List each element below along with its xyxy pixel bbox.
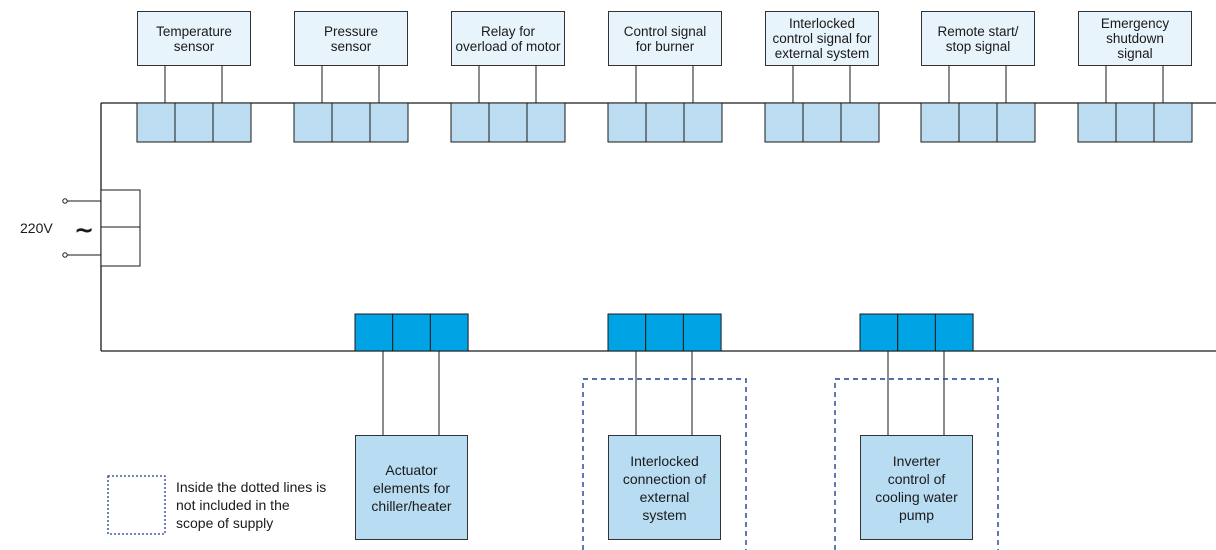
top-terminal-cell [607,102,647,143]
bottom-terminal-cell [645,313,684,352]
top-terminal-cell [526,102,566,143]
legend-dotted-box [107,475,166,535]
top-terminal-cell [369,102,409,143]
power-terminal-lower [100,226,141,267]
top-component-box: Interlocked control signal for external … [765,11,879,66]
top-component-box: Temperature sensor [137,11,251,66]
bottom-terminal-cell [897,313,936,352]
top-component-box: Emergency shutdown signal [1078,11,1192,66]
bottom-terminal-cell [934,313,974,352]
top-terminal-cell [488,102,528,143]
scope-boundary-dashed [582,378,747,550]
top-terminal-cell [1115,102,1155,143]
power-input-node-2 [62,252,68,258]
ac-symbol: ~ [74,216,94,244]
top-terminal-cell [174,102,214,143]
bottom-terminal-cell [354,313,394,352]
power-input-node-1 [62,198,68,204]
top-terminal-cell [683,102,723,143]
top-terminal-cell [802,102,842,143]
bottom-component-box: Actuator elements for chiller/heater [355,435,468,540]
legend-text: Inside the dotted lines is not included … [176,479,327,531]
bottom-terminal-cell [607,313,647,352]
top-component-box: Relay for overload of motor [451,11,565,66]
top-terminal-cell [764,102,804,143]
top-terminal-cell [996,102,1036,143]
top-terminal-cell [331,102,371,143]
top-terminal-cell [136,102,176,143]
bottom-component-box: Interlocked connection of external syste… [608,435,721,540]
top-terminal-cell [645,102,685,143]
power-terminal-upper [100,189,141,228]
bottom-terminal-cell [429,313,469,352]
bottom-terminal-cell [859,313,899,352]
top-component-box: Control signal for burner [608,11,722,66]
bottom-component-box: Inverter control of cooling water pump [860,435,973,540]
top-terminal-cell [1153,102,1193,143]
top-terminal-cell [958,102,998,143]
bottom-terminal-cell [682,313,722,352]
top-terminal-cell [1077,102,1117,143]
bottom-terminal-cell [392,313,431,352]
top-terminal-cell [293,102,333,143]
top-component-box: Remote start/ stop signal [921,11,1035,66]
top-terminal-cell [840,102,880,143]
top-terminal-cell [212,102,252,143]
scope-boundary-dashed [834,378,999,550]
top-terminal-cell [920,102,960,143]
top-terminal-cell [450,102,490,143]
top-component-box: Pressure sensor [294,11,408,66]
voltage-label: 220V [20,220,53,236]
